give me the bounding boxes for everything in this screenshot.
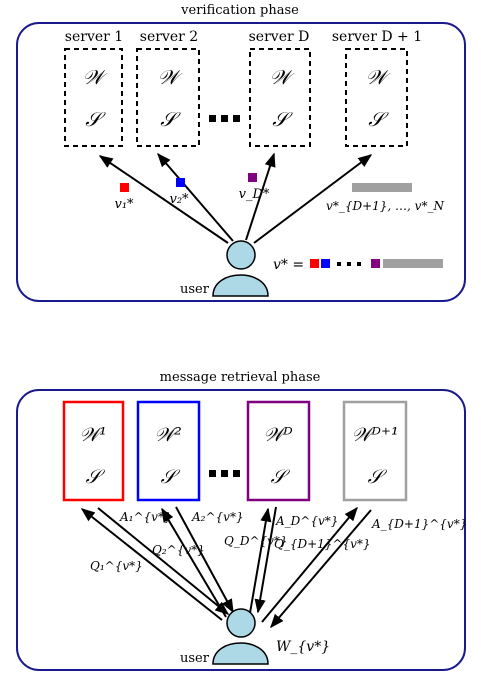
arrow-to-server-1 (98, 155, 229, 244)
retrieval-servers-ellipsis (209, 470, 240, 477)
server-d-label: server D (249, 29, 310, 45)
server-d1-w: 𝒲 (366, 65, 392, 89)
retrieval-server-1-w: 𝒲¹ (79, 424, 107, 446)
vstar-label: v* = (273, 257, 304, 273)
user-icon (212, 240, 269, 297)
vd-square (248, 173, 257, 182)
query-label-2: Q₂^{v*} (152, 543, 205, 557)
retrieval-server-d1-w: 𝒲ᴰ⁺¹ (351, 424, 398, 446)
query-arrow-d (249, 507, 272, 614)
server-2-s: 𝒮 (160, 107, 181, 131)
query-arrow-d1 (261, 506, 358, 623)
server-1-s: 𝒮 (85, 107, 106, 131)
server-2-box (136, 48, 200, 147)
vd-label: v_D* (239, 187, 270, 202)
query-label-d1: Q_{D+1}^{v*} (274, 537, 371, 551)
server-2-w: 𝒲 (158, 65, 184, 89)
v2-label: v₂* (169, 192, 189, 207)
query-arrow-2 (161, 507, 227, 618)
arrow-to-server-d (245, 152, 276, 241)
arrow-to-server-d1 (253, 154, 373, 244)
retrieval-server-d-s: 𝒮 (271, 466, 291, 488)
server-d1-box (345, 48, 408, 147)
query-label-1: Q₁^{v*} (90, 559, 143, 573)
server-d-s: 𝒮 (272, 107, 293, 131)
answer-label-d: A_D^{v*} (275, 514, 338, 528)
retrieval-user-label: user (180, 651, 210, 666)
arrow-to-server-2 (157, 152, 234, 242)
servers-ellipsis (209, 115, 240, 122)
retrieval-server-d1-box (342, 400, 408, 502)
retrieval-phase-frame (16, 389, 466, 671)
retrieval-server-2-w: 𝒲² (154, 424, 182, 446)
retrieval-server-d-box (246, 400, 311, 502)
verification-phase-frame (16, 22, 466, 302)
server-d1-label: server D + 1 (332, 29, 422, 45)
server-2-label: server 2 (140, 29, 198, 45)
v1-label: v₁* (114, 197, 134, 212)
retrieval-phase-title: message retrieval phase (160, 370, 321, 385)
verification-user-label: user (180, 282, 210, 297)
retrieval-user-icon (212, 608, 269, 665)
answer-arrow-2 (175, 506, 234, 614)
retrieval-server-2-s: 𝒮 (161, 466, 181, 488)
answer-arrow-1 (97, 507, 230, 615)
answer-label-2: A₂^{v*} (191, 510, 244, 524)
server-1-box (64, 48, 123, 147)
query-label-d: Q_D^{v*} (224, 534, 288, 548)
verification-phase-title: verification phase (180, 3, 299, 18)
query-arrow-1 (80, 508, 223, 621)
server-d-w: 𝒲 (270, 65, 296, 89)
retrieval-server-2-box (136, 400, 201, 502)
server-1-w: 𝒲 (83, 65, 109, 89)
vrest-label: v*_{D+1}, …, v*_N (326, 199, 444, 213)
retrieval-server-d1-s: 𝒮 (368, 466, 388, 488)
answer-arrow-d (254, 506, 277, 614)
retrieval-server-1-s: 𝒮 (86, 466, 106, 488)
message-label: W_{v*} (276, 639, 330, 655)
server-d1-s: 𝒮 (368, 107, 389, 131)
retrieval-server-1-box (62, 400, 125, 502)
answer-label-d1: A_{D+1}^{v*} (371, 517, 467, 531)
v1-square (120, 183, 129, 192)
retrieval-server-d-w: 𝒲ᴰ (263, 424, 293, 446)
answer-arrow-d1 (270, 509, 372, 629)
vrest-bar (352, 183, 412, 192)
v2-square (176, 178, 185, 187)
vstar-sequence (310, 259, 443, 268)
server-1-label: server 1 (65, 29, 123, 45)
answer-label-1: A₁^{v*} (119, 510, 172, 524)
server-d-box (249, 48, 311, 147)
